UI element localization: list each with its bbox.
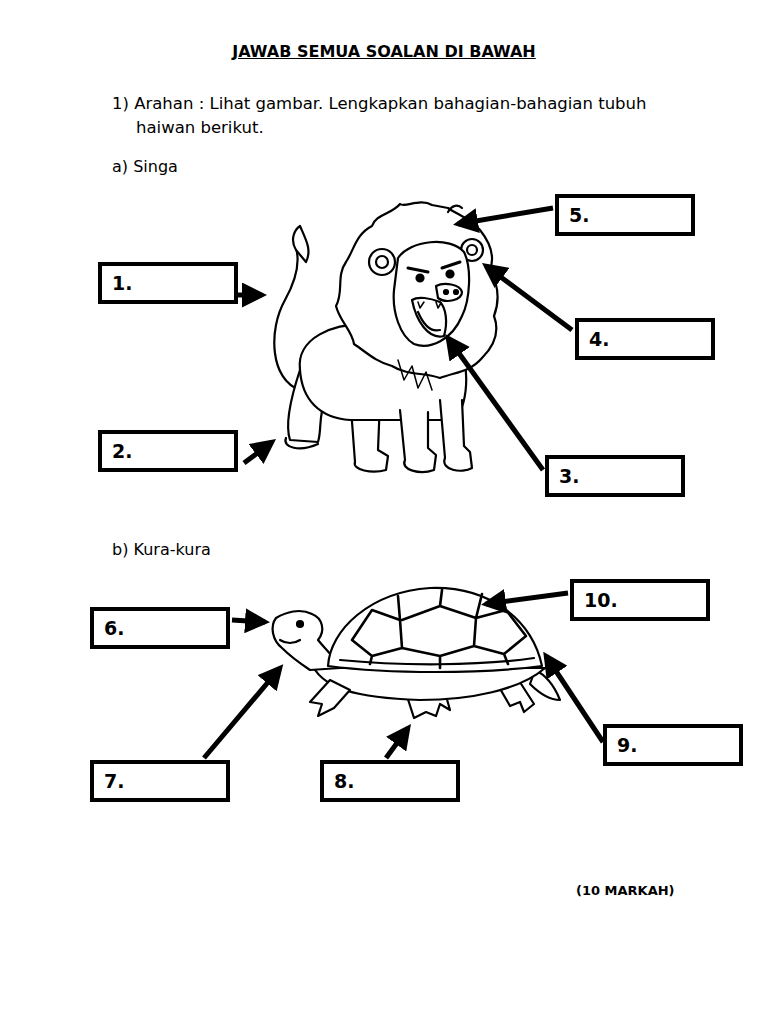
callout-number: 5. [569, 204, 589, 226]
answer-box: 9. [603, 724, 743, 766]
lion-drawing [274, 202, 497, 472]
callout-number: 6. [104, 617, 124, 639]
answer-box: 4. [575, 318, 715, 360]
callout-number: 3. [559, 465, 579, 487]
answer-box: 10. [570, 579, 710, 621]
answer-box: 3. [545, 455, 685, 497]
callout-number: 1. [112, 272, 132, 294]
section-heading: b) Kura-kura [112, 538, 312, 561]
callout-number: 8. [334, 770, 354, 792]
marks-note: (10 MARKAH) [576, 882, 736, 901]
turtle-drawing [273, 588, 560, 718]
answer-box: 5. [555, 194, 695, 236]
answer-box: 8. [320, 760, 460, 802]
leader-arrows [204, 208, 603, 758]
section-heading: a) Singa [112, 155, 312, 178]
callout-number: 10. [584, 589, 618, 611]
title: JAWAB SEMUA SOALAN DI BAWAH [0, 42, 768, 61]
callout-number: 4. [589, 328, 609, 350]
answer-box: 1. [98, 262, 238, 304]
answer-box: 7. [90, 760, 230, 802]
answer-box: 2. [98, 430, 238, 472]
answer-box: 6. [90, 607, 230, 649]
callout-number: 9. [617, 734, 637, 756]
callout-number: 7. [104, 770, 124, 792]
callout-number: 2. [112, 440, 132, 462]
instruction: 1) Arahan : Lihat gambar. Lengkapkan bah… [112, 92, 672, 140]
